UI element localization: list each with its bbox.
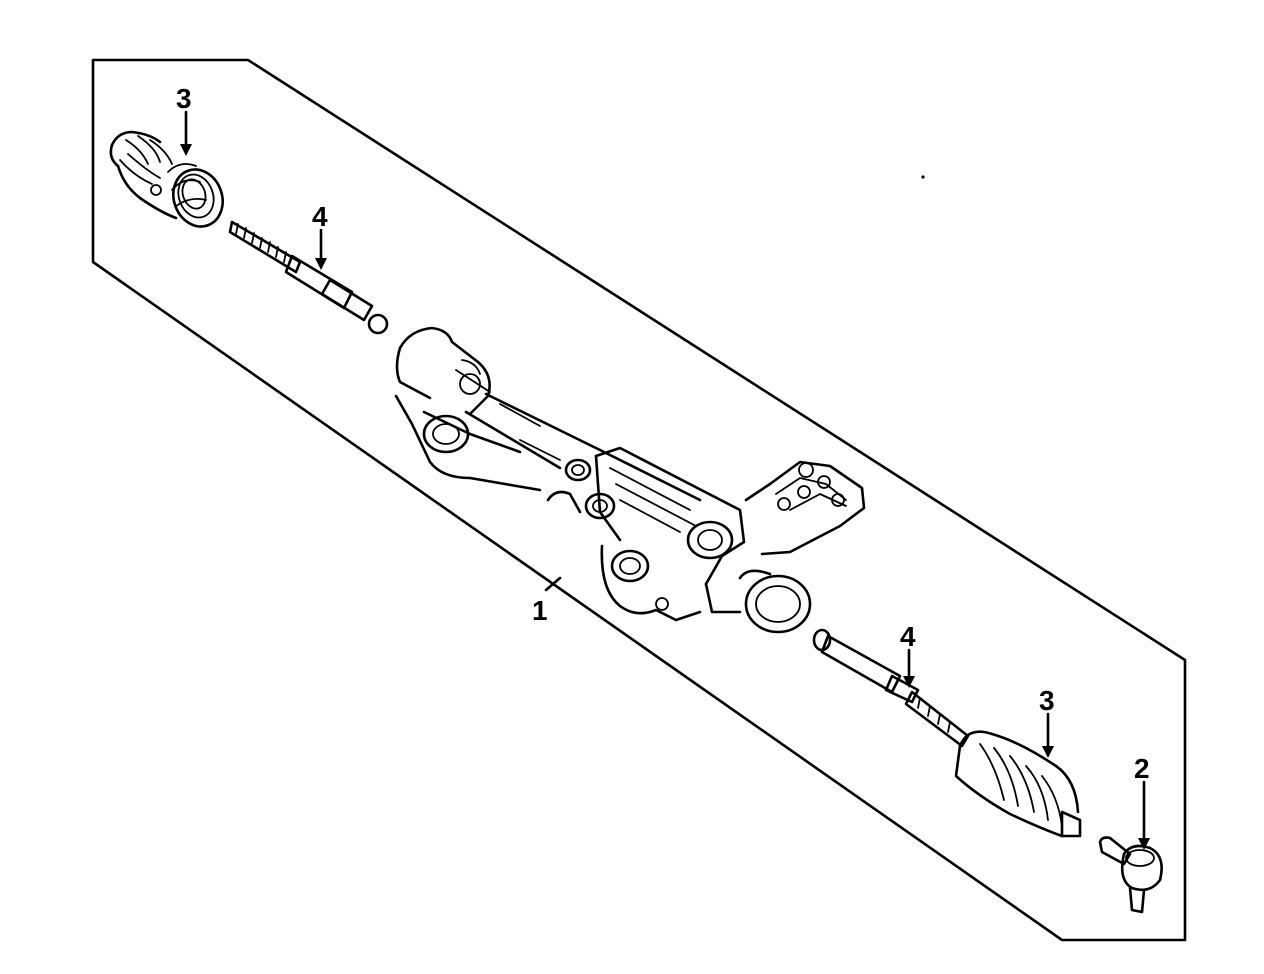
callout-rack-assembly: 1	[532, 595, 548, 626]
callout-boot-right: 3	[1039, 685, 1055, 716]
rack-housing-drawing	[394, 326, 866, 634]
callout-tie-rod-end: 2	[1134, 753, 1150, 784]
diagram-border	[91, 58, 1187, 942]
callout-inner-tie-rod-right: 4	[900, 621, 916, 652]
callout-boot-left: 3	[176, 83, 192, 114]
tie-rod-end-drawing	[1098, 836, 1163, 914]
boot-right-drawing	[954, 730, 1082, 838]
inner-tie-rod-left-drawing	[228, 220, 389, 335]
callout-inner-tie-rod-left: 4	[312, 201, 328, 232]
stray-dot	[921, 175, 925, 179]
boot-left-drawing	[109, 130, 224, 228]
inner-tie-rod-right-drawing	[812, 628, 970, 748]
callout-leaders	[180, 110, 1150, 850]
